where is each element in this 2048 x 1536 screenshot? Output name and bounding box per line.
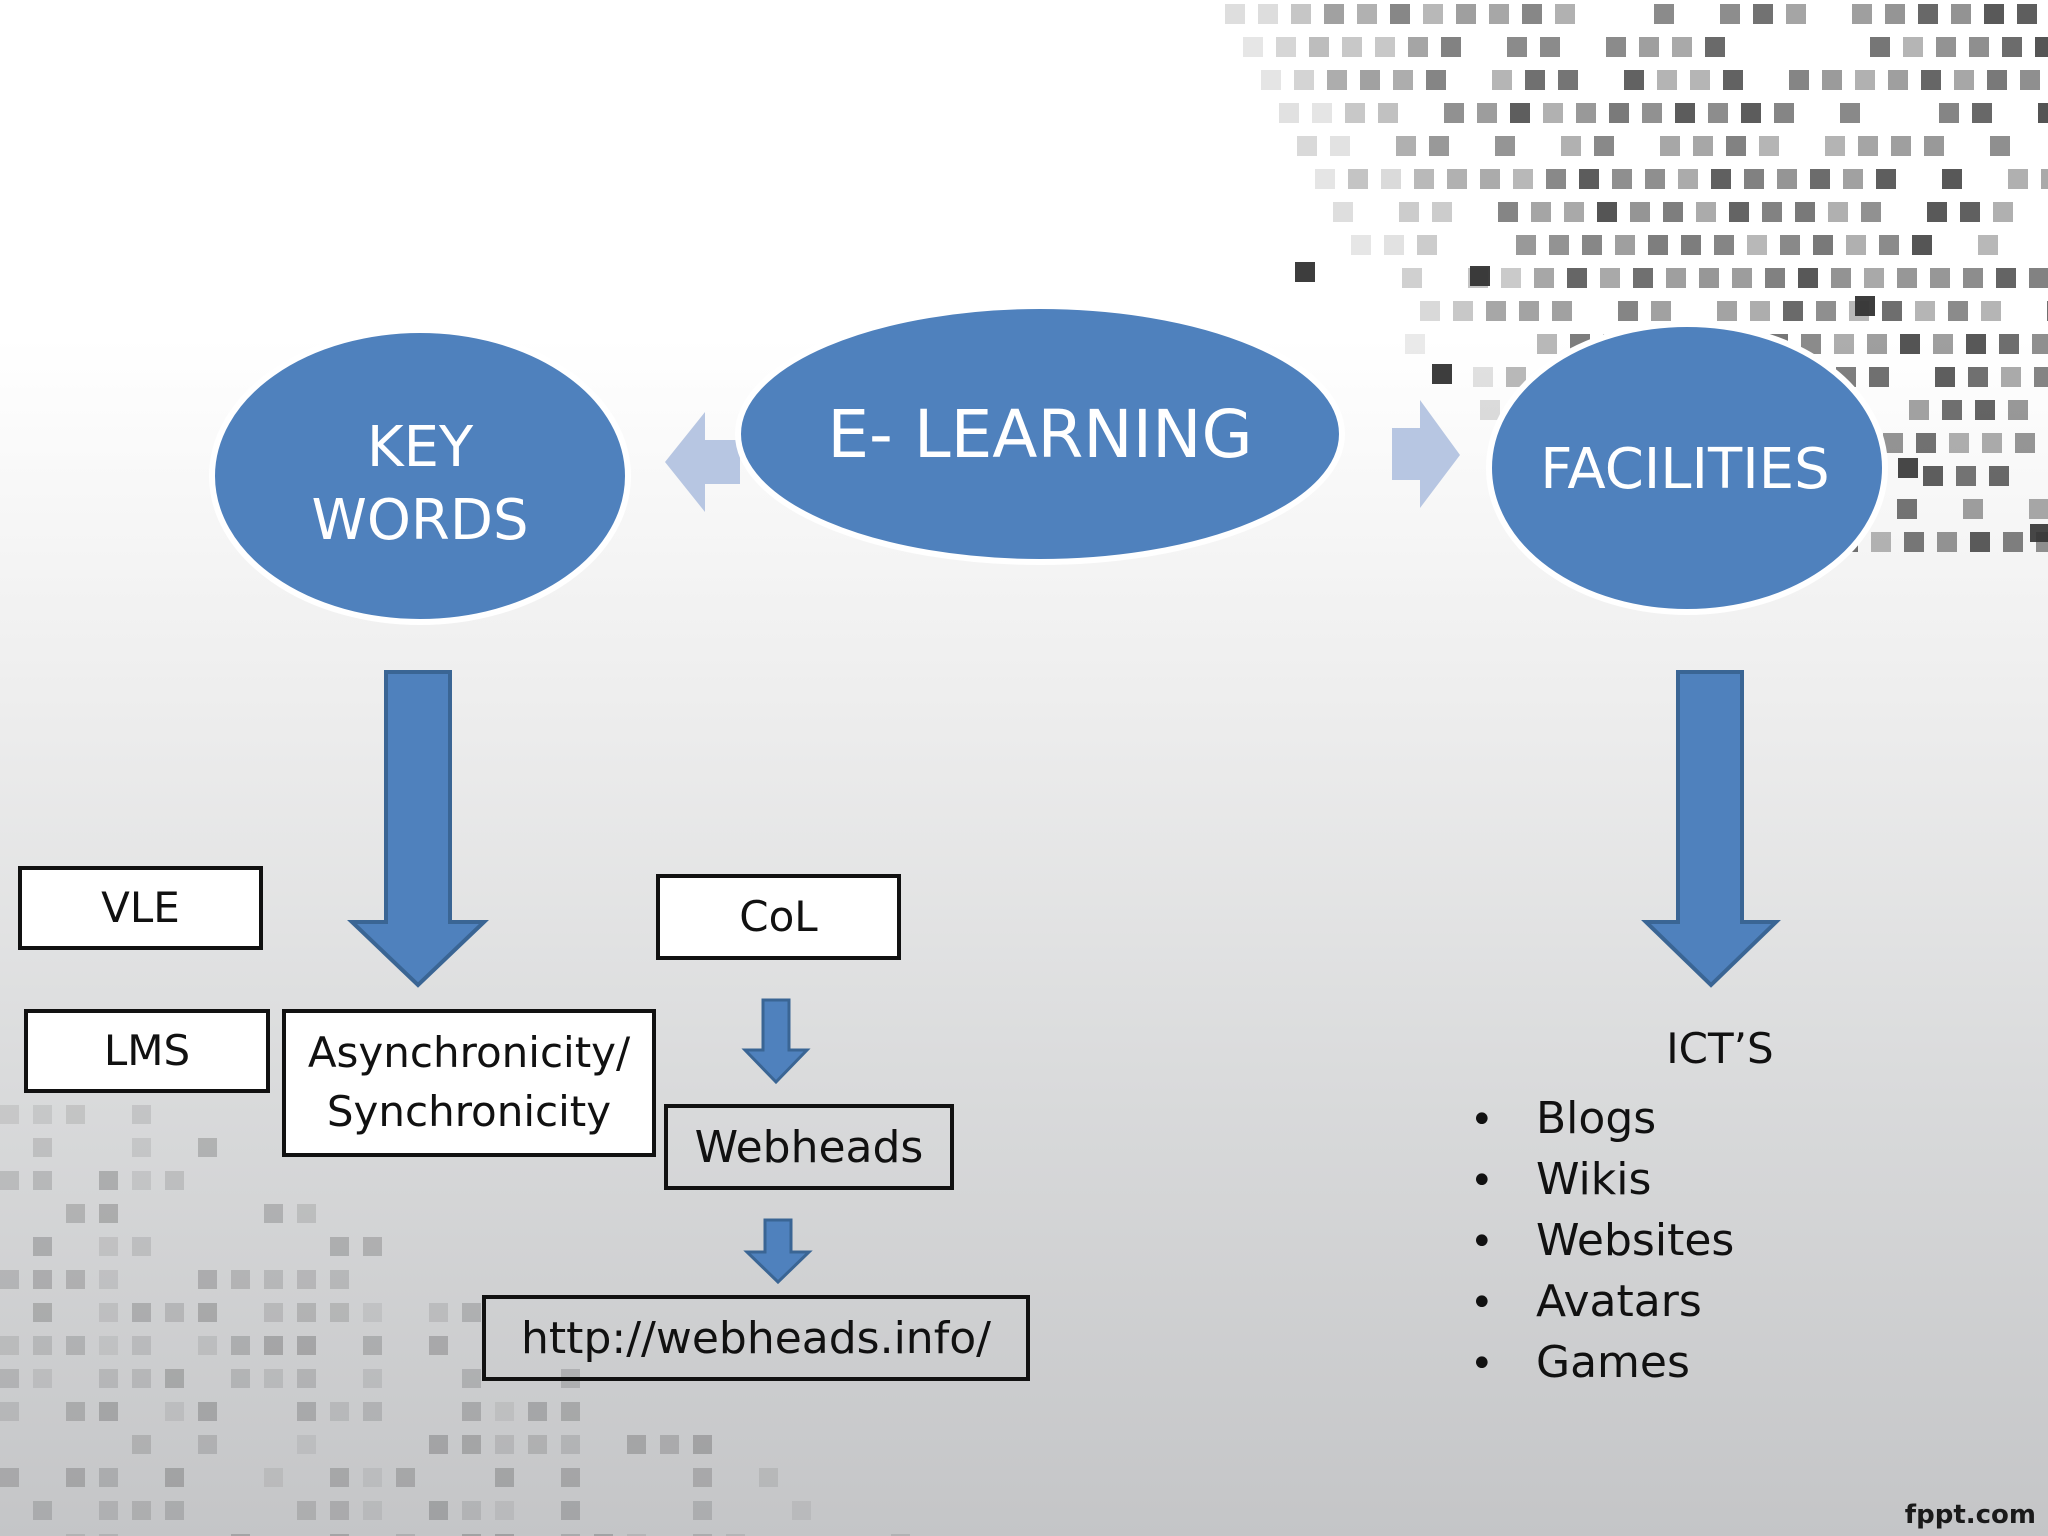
e-learning-label: E- LEARNING	[827, 396, 1253, 474]
ict-item-label: Avatars	[1536, 1276, 1702, 1327]
col-down-arrow	[741, 998, 811, 1085]
async-sync-box: Asynchronicity/ Synchronicity	[282, 1009, 656, 1157]
ict-title: ICT’S	[1666, 1024, 1774, 1073]
ict-list-item: • Wikis	[1470, 1149, 1734, 1210]
right-connector-arrow	[1392, 400, 1460, 508]
ict-list-item: • Avatars	[1470, 1271, 1734, 1332]
webheads-box: Webheads	[664, 1104, 954, 1190]
async-label-line1: Asynchronicity/	[307, 1028, 631, 1078]
facilities-down-arrow	[1641, 670, 1781, 988]
key-words-label: KEY WORDS	[250, 400, 590, 570]
ict-item-label: Games	[1536, 1337, 1690, 1388]
bullet-icon: •	[1470, 1219, 1494, 1265]
key-words-label-line1: KEY	[366, 415, 474, 481]
key-words-node	[209, 327, 631, 625]
ict-item-label: Wikis	[1536, 1154, 1652, 1205]
bullet-icon: •	[1470, 1280, 1494, 1326]
bullet-icon: •	[1470, 1158, 1494, 1204]
left-connector-arrow	[665, 412, 740, 512]
watermark-logo: fppt.com	[1904, 1500, 2036, 1530]
ict-list-item: • Websites	[1470, 1210, 1734, 1271]
facilities-label: FACILITIES	[1540, 436, 1830, 502]
lms-label: LMS	[103, 1025, 191, 1075]
ict-list: • Blogs • Wikis • Websites • Avatars • Games	[1470, 1088, 1734, 1393]
vle-box: VLE	[18, 866, 263, 950]
e-learning-node	[735, 303, 1345, 565]
ict-item-label: Blogs	[1536, 1093, 1657, 1144]
ict-list-item: • Blogs	[1470, 1088, 1734, 1149]
webheads-label: Webheads	[694, 1121, 924, 1173]
key-words-label-line2: WORDS	[311, 488, 529, 553]
lms-box: LMS	[24, 1009, 270, 1093]
webheads-down-arrow	[743, 1218, 813, 1285]
col-label: CoL	[739, 891, 818, 941]
ict-list-item: • Games	[1470, 1332, 1734, 1393]
bullet-icon: •	[1470, 1341, 1494, 1387]
facilities-node	[1486, 321, 1888, 615]
ict-item-label: Websites	[1536, 1215, 1735, 1266]
webheads-url-link[interactable]: http://webheads.info/	[521, 1312, 991, 1364]
async-label-line2: Synchronicity	[326, 1087, 612, 1136]
col-box: CoL	[656, 874, 901, 960]
key-words-down-arrow	[347, 670, 489, 988]
bullet-icon: •	[1470, 1097, 1494, 1143]
url-box: http://webheads.info/	[482, 1295, 1030, 1381]
vle-label: VLE	[101, 882, 180, 932]
